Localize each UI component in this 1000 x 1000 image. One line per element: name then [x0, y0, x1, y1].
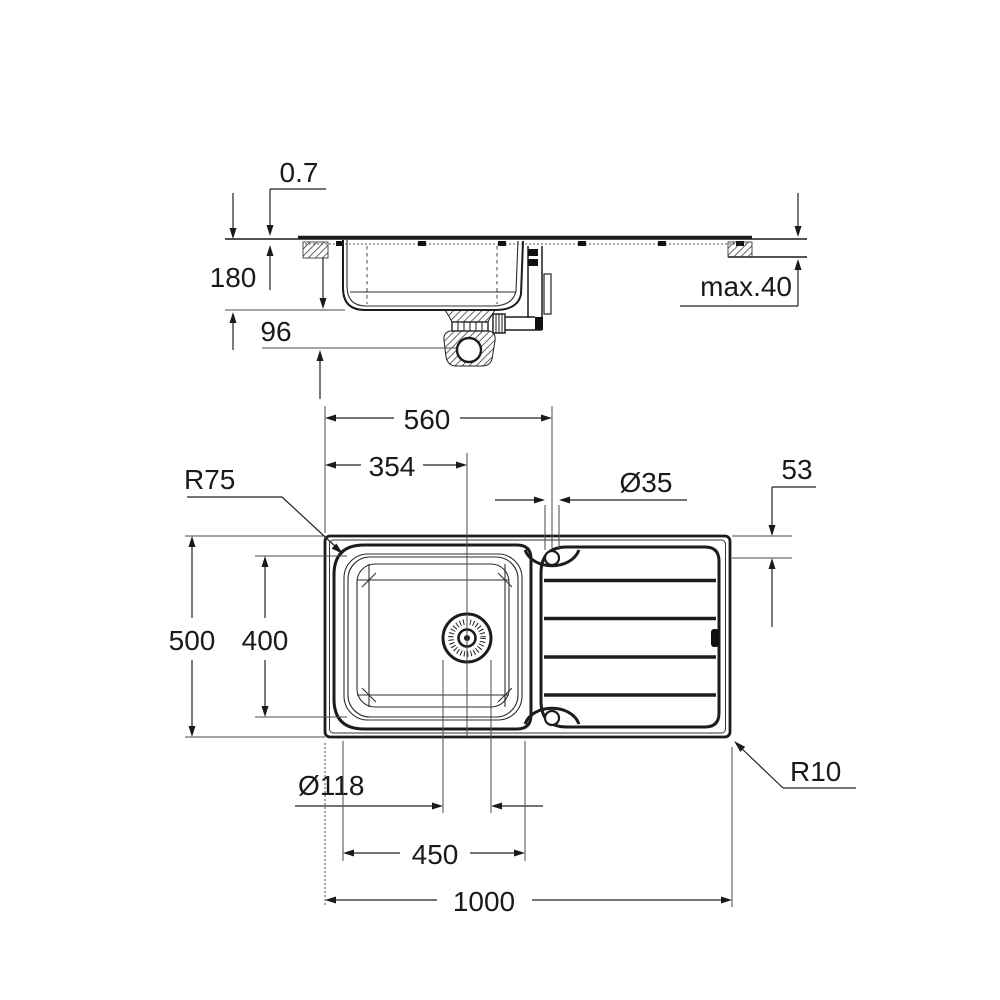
- plan-dimensions: 500 400 R75 560 354 Ø35: [169, 404, 856, 917]
- sink-bowl-section-inner: [346, 240, 519, 307]
- plan-outline: [323, 534, 732, 739]
- dim-label-bowl-inner-width: 450: [412, 839, 459, 870]
- dim-label-drain-center: 354: [369, 451, 416, 482]
- bowl-plan: [332, 543, 533, 731]
- section-dimensions: 0.7 180 96 max.40: [210, 157, 802, 399]
- dim-label-bowl-inner-depth: 400: [242, 625, 289, 656]
- dim-label-bowl-depth: 180: [210, 262, 257, 293]
- section-view: [225, 235, 807, 367]
- trap-outlet-pipe: [492, 313, 542, 334]
- dim-label-drain-dia: Ø118: [298, 770, 364, 801]
- plan-view: [323, 534, 732, 739]
- bottom-hole-dip: [523, 706, 581, 725]
- dim-label-tap-dia: Ø35: [620, 467, 673, 498]
- counter-hatch-right: [727, 241, 753, 258]
- dim-label-bowl-corner: R75: [184, 464, 235, 495]
- drainboard-notch: [711, 629, 719, 647]
- drainboard-ribs: [544, 578, 716, 697]
- dim-label-tap-center: 560: [404, 404, 451, 435]
- dim-label-trap-offset: 96: [260, 316, 291, 347]
- dim-label-overall-width: 1000: [453, 886, 515, 917]
- dim-label-drainer-inset: 53: [781, 454, 812, 485]
- dim-label-outer-corner: R10: [790, 756, 841, 787]
- counter-hatch-left: [302, 241, 329, 259]
- bottom-hole: [543, 709, 561, 727]
- sink-bowl-section: [342, 240, 524, 311]
- plan-rim-inner: [329, 539, 726, 734]
- tap-hole: [543, 549, 561, 567]
- dim-label-overall-depth: 500: [169, 625, 216, 656]
- overflow-pipe: [527, 246, 552, 330]
- dim-label-counter-max: max.40: [700, 271, 792, 302]
- drain-trap: [443, 309, 496, 367]
- bowl-inner-contours: [343, 553, 523, 721]
- dim-label-rim-thickness: 0.7: [280, 157, 319, 188]
